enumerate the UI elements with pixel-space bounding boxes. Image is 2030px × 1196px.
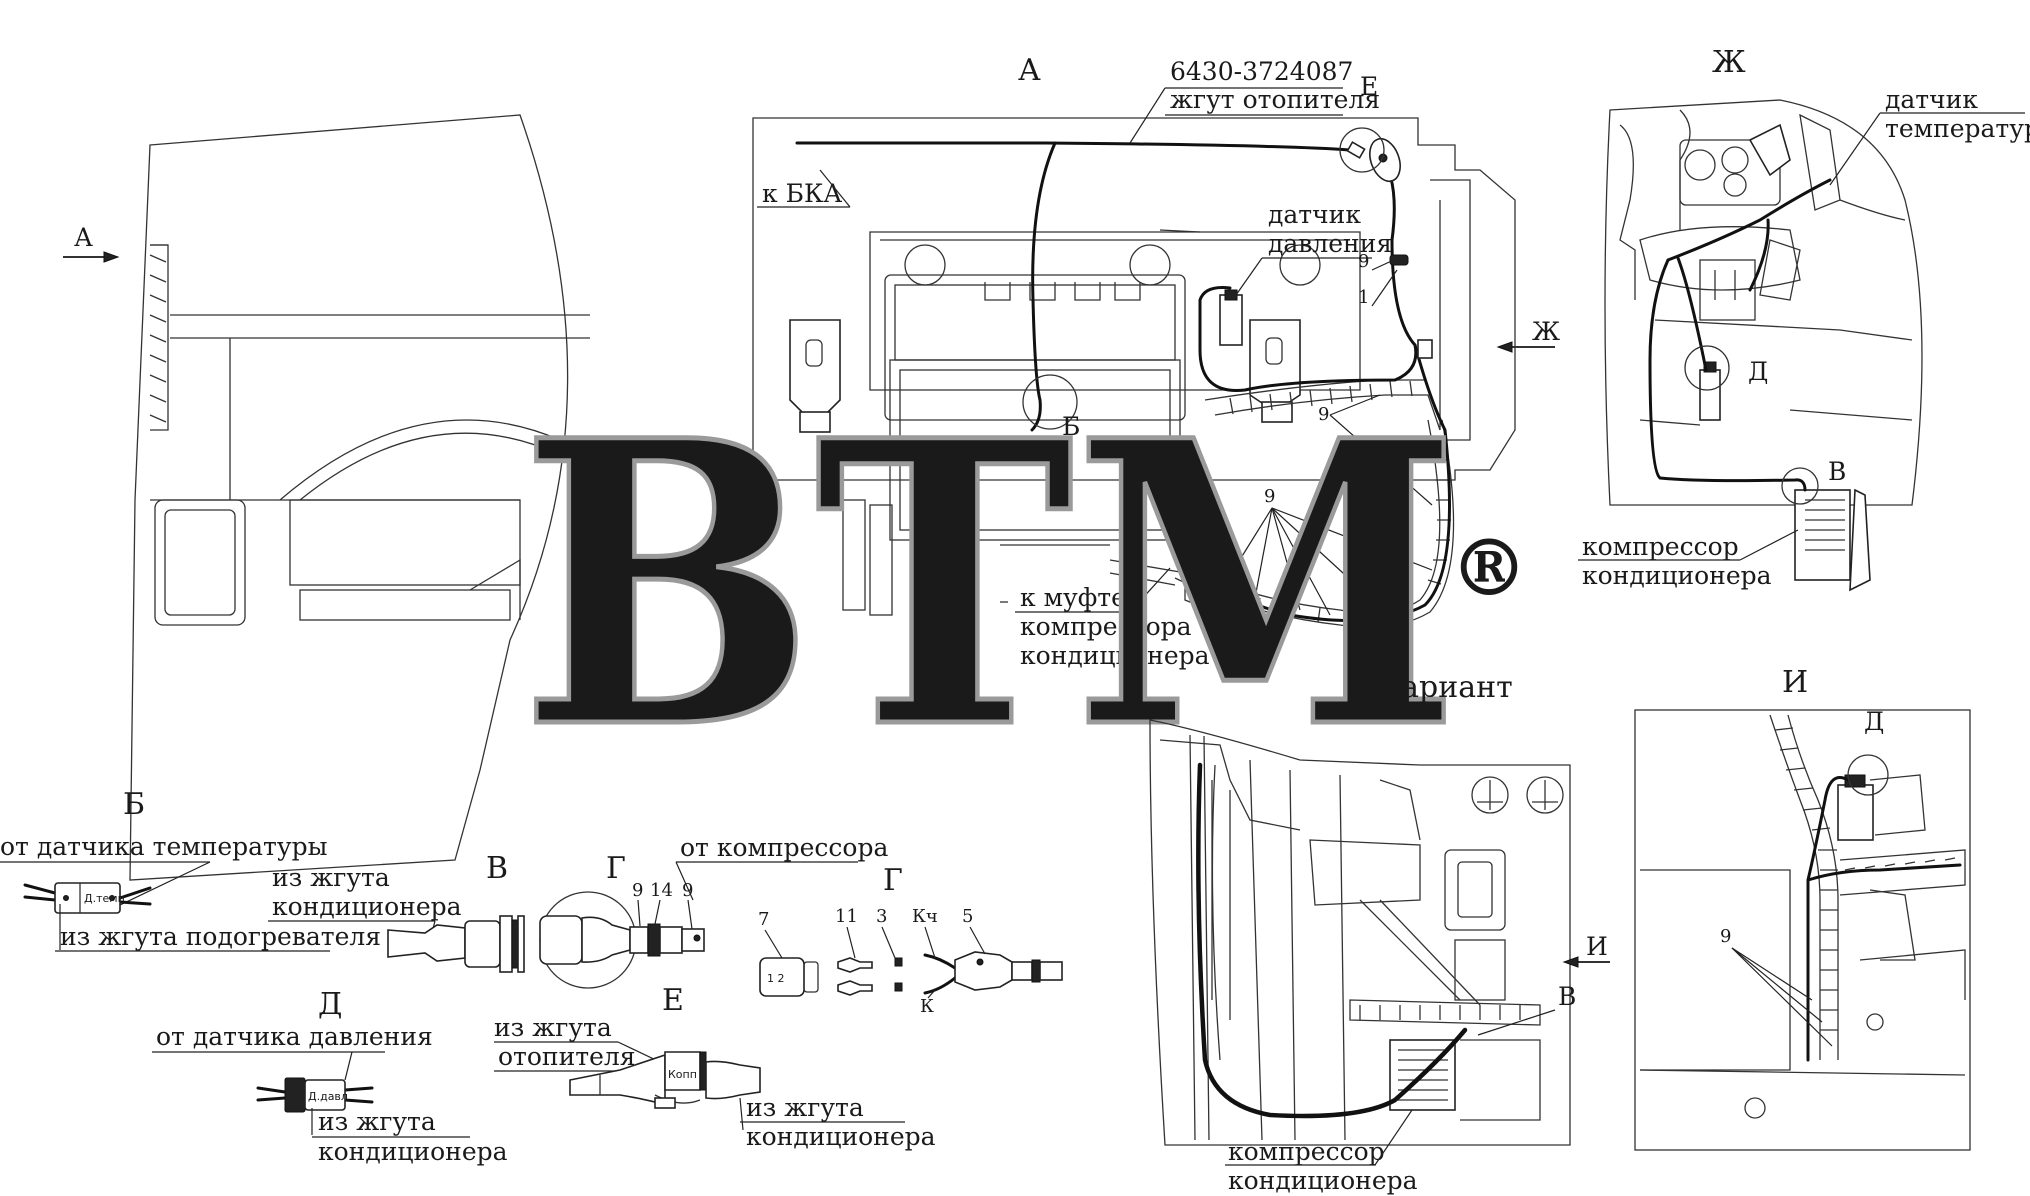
view-i: И Д 9 — [1634, 665, 1971, 1151]
watermark-mark: ® — [1450, 523, 1528, 614]
label-9-g2: 9 — [682, 880, 693, 901]
detail-g-exploded: Г 1 2 7 11 3 Кч 5 К — [758, 863, 1063, 1017]
detail-v: В из жгута кондиционера — [268, 851, 525, 973]
label-1-top: 1 — [1358, 287, 1369, 308]
from-ac-harness-d-label-2: кондиционера — [318, 1137, 508, 1166]
from-temp-sensor-label: от датчика температуры — [0, 832, 328, 861]
from-heater-harness-e-label-1: из жгута — [494, 1013, 612, 1042]
cab-side-view — [129, 114, 590, 881]
detail-g2-title: Г — [883, 863, 903, 898]
pressure-sensor-label-1: датчик — [1268, 200, 1361, 229]
detail-v-title: В — [486, 851, 508, 886]
from-ac-harness-d-label-1: из жгута — [318, 1107, 436, 1136]
connector-d-text: Д.давл — [308, 1090, 348, 1103]
connector-b-text: Д.темп — [84, 892, 125, 905]
compressor-zh-label-1: компрессор — [1582, 532, 1739, 561]
harness-code: 6430-3724087 — [1170, 57, 1353, 86]
view-i-title: И — [1782, 665, 1808, 700]
label-11: 11 — [835, 906, 858, 927]
label-5: 5 — [962, 906, 973, 927]
label-kch: Кч — [912, 906, 938, 927]
detail-g-circle: Г 9 14 9 от компрессора — [539, 833, 888, 989]
from-heater-harness-label: из жгута подогревателя — [60, 922, 381, 951]
detail-b-title: Б — [123, 787, 145, 822]
detail-e: Е из жгута отопителя Копп из жгута конди… — [494, 983, 936, 1151]
marker-v: В — [1828, 457, 1846, 486]
marker-v-variant: В — [1558, 982, 1576, 1011]
marker-b: Б — [1062, 412, 1080, 441]
view-zh — [1604, 99, 1923, 592]
marker-d: Д — [1748, 357, 1768, 386]
detail-d: Д от датчика давления Д.давл из жгута ко… — [152, 987, 508, 1166]
muff-label-3: кондиционера — [1020, 641, 1210, 670]
compressor-var-label-2: кондиционера — [1228, 1166, 1418, 1195]
view-a-wires — [795, 137, 1451, 623]
to-bka-label: к БКА — [762, 179, 842, 208]
watermark-text: BTM — [520, 356, 1460, 814]
view-a-variant: А вариант И В компрессор кондиционера — [1149, 670, 1610, 1195]
label-k: К — [920, 996, 934, 1017]
temp-sensor-label-1: датчик — [1885, 85, 1978, 114]
view-a-arrow: А — [63, 223, 120, 263]
view-a-arrow-label: А — [74, 223, 93, 252]
from-ac-harness-e-label-1: из жгута — [746, 1093, 864, 1122]
from-heater-harness-e-label-2: отопителя — [498, 1042, 636, 1071]
from-ac-harness-e-label-2: кондиционера — [746, 1122, 936, 1151]
connector-e-text: Копп — [668, 1068, 697, 1081]
compressor-var-label-1: компрессор — [1228, 1137, 1385, 1166]
view-zh-labels: Ж датчик температуры Д В компрессор конд… — [1578, 45, 2030, 590]
zh-arrow-label: Ж — [1532, 317, 1560, 346]
harness-name: жгут отопителя — [1170, 85, 1380, 114]
view-a-frame — [752, 117, 1516, 628]
label-9-i: 9 — [1720, 926, 1731, 947]
label-9-right: 9 — [1318, 404, 1329, 425]
temp-sensor-label-2: температуры — [1885, 114, 2030, 143]
detail-b: Б от датчика температуры Д.темп из жгута… — [0, 787, 381, 952]
from-ac-harness-v-label-2: кондиционера — [272, 892, 462, 921]
muff-label-1: к муфте — [1020, 583, 1126, 612]
detail-g-title: Г — [606, 851, 626, 886]
view-a-title: А — [1018, 53, 1041, 88]
label-14-g: 14 — [650, 880, 673, 901]
from-ac-harness-v-label-1: из жгута — [272, 863, 390, 892]
label-9-top: 9 — [1358, 251, 1369, 272]
pressure-sensor-label-2: давления — [1268, 229, 1392, 258]
view-zh-title: Ж — [1712, 45, 1746, 80]
detail-d-title: Д — [318, 987, 342, 1022]
btm-watermark: BTM ® — [518, 354, 1529, 817]
from-pressure-sensor-label: от датчика давления — [156, 1022, 433, 1051]
muff-label-2: компрессора — [1020, 612, 1192, 641]
view-a-variant-title: А вариант — [1352, 670, 1513, 705]
label-9-g1: 9 — [632, 880, 643, 901]
marker-e-top: Е — [1360, 72, 1378, 101]
compressor-zh-label-2: кондиционера — [1582, 561, 1772, 590]
connector-g-text: 1 2 — [767, 972, 785, 985]
from-compressor-label: от компрессора — [680, 833, 888, 862]
marker-d-i: Д — [1864, 707, 1884, 736]
i-arrow-label: И — [1586, 932, 1608, 961]
detail-e-title: Е — [662, 983, 684, 1018]
label-9-center: 9 — [1264, 486, 1275, 507]
label-7: 7 — [758, 909, 769, 930]
view-a-labels: А 6430-3724087 жгут отопителя Е к БКА да… — [757, 53, 1560, 670]
label-3: 3 — [876, 906, 887, 927]
